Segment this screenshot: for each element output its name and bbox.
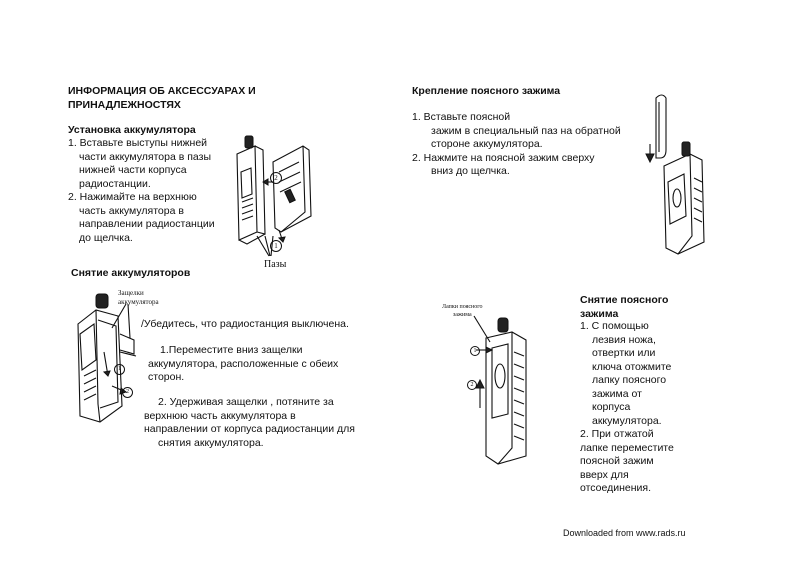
belt-clip-detach-illustration (473, 315, 527, 465)
slots-label: Пазы (264, 259, 287, 270)
attach-heading: Крепление поясного зажима (412, 85, 561, 97)
clip-tabs-label: Лапки поясного зажима (442, 304, 483, 318)
detach-heading: Снятие поясного зажима (580, 294, 669, 320)
latch-label: Защелки аккумулятора (118, 289, 159, 306)
callout-2: 2 (467, 380, 477, 390)
attach-steps: 1. Вставьте поясной зажим в специальный … (412, 111, 621, 177)
callout-2: 2 (122, 387, 133, 398)
battery-install-illustration (236, 135, 312, 257)
callout-1: 1 (270, 240, 282, 252)
remove-step-1: 1.Переместите вниз защелки аккумулятора,… (148, 344, 339, 383)
install-heading: Установка аккумулятора (68, 124, 196, 136)
callout-2: 2 (270, 172, 282, 184)
callout-1: 1 (470, 346, 480, 356)
footer-source: Downloaded from www.rads.ru (563, 528, 686, 538)
belt-clip-attach-illustration (645, 94, 705, 255)
remove-heading: Снятие аккумуляторов (71, 267, 191, 279)
section-title: ИНФОРМАЦИЯ ОБ АКСЕССУАРАХ И ПРИНАДЛЕЖНОС… (68, 85, 256, 111)
detach-steps: 1. С помощью лезвия ножа, отвертки или к… (580, 320, 674, 494)
install-steps: 1. Вставьте выступы нижней части аккумул… (68, 137, 215, 244)
battery-remove-illustration (77, 293, 137, 423)
remove-step-2: 2. Удерживая защелки , потяните за верхн… (144, 396, 355, 449)
remove-check: /Убедитесь, что радиостанция выключена. (141, 318, 349, 330)
callout-1: 1 (114, 364, 125, 375)
